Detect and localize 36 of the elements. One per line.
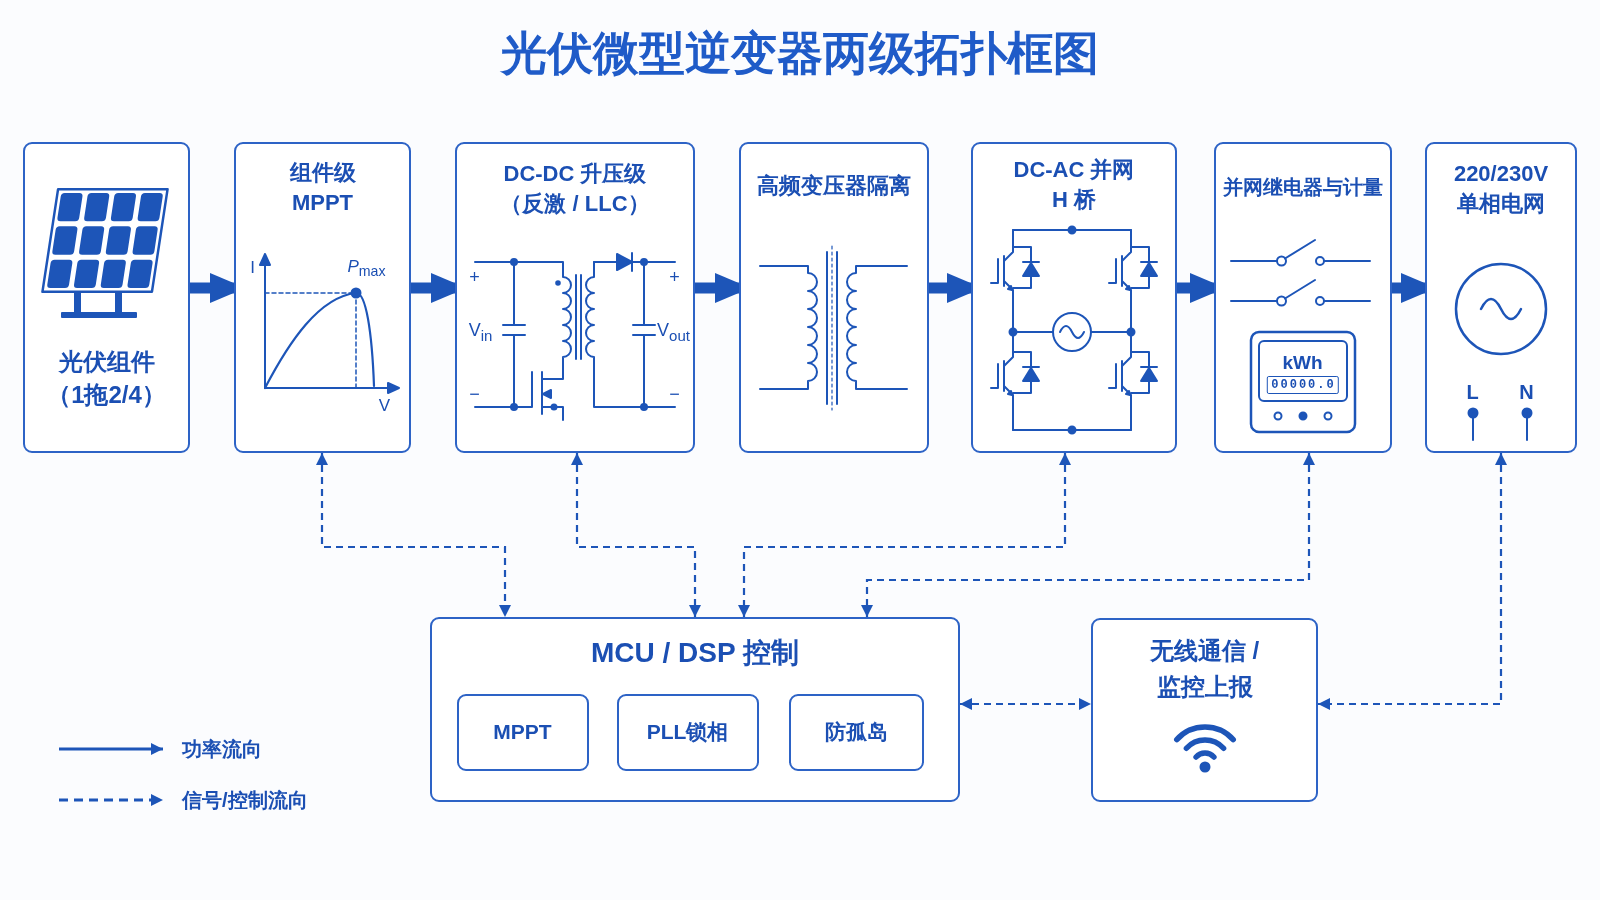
- box-title: DC-DC 升压级（反激 / LLC）: [499, 159, 651, 219]
- signal-arrow: [738, 453, 1071, 617]
- process-box: [1425, 142, 1577, 453]
- axis-label: I: [250, 258, 255, 275]
- box-title: 高频变压器隔离: [757, 171, 911, 200]
- function-box: [456, 693, 589, 771]
- box-title: 无线通信 / 监控上报: [1148, 635, 1261, 702]
- box-title: 组件级 MPPT: [288, 158, 357, 218]
- box-title: 光伏组件（1拖2/4）: [46, 346, 167, 411]
- process-box: [23, 142, 190, 453]
- signal-arrow: [571, 453, 701, 617]
- legend-label: 信号/控制流向: [182, 788, 308, 813]
- signal-arrow: [960, 698, 1091, 710]
- terminal-label: N: [1519, 381, 1534, 402]
- signal-arrow: [316, 453, 511, 617]
- process-box: [1214, 142, 1392, 453]
- legend-label: 功率流向: [182, 737, 262, 762]
- box-label: PLL锁相: [646, 719, 729, 746]
- signal-arrow: [1318, 453, 1507, 710]
- terminal-label: L: [1466, 381, 1479, 402]
- function-box: [616, 693, 759, 771]
- controller-box: [430, 617, 960, 802]
- box-title: 并网继电器与计量: [1223, 174, 1383, 200]
- box-title: 220/230V 单相电网: [1452, 159, 1550, 219]
- box-title: DC-AC 并网 H 桥: [1012, 155, 1136, 215]
- function-box: [788, 693, 924, 771]
- box-label: MPPT: [493, 719, 552, 746]
- box-title: MCU / DSP 控制: [591, 635, 799, 670]
- diagram-title: 光伏微型逆变器两级拓扑框图: [501, 26, 1099, 81]
- process-box: [739, 142, 929, 453]
- signal-arrow: [861, 453, 1315, 617]
- unit-label: kWh: [1282, 352, 1323, 371]
- meter-reading: 00000.0: [1266, 375, 1339, 394]
- box-label: 防孤岛: [824, 719, 888, 746]
- axis-label: V: [378, 396, 391, 413]
- module-box: [1091, 618, 1318, 802]
